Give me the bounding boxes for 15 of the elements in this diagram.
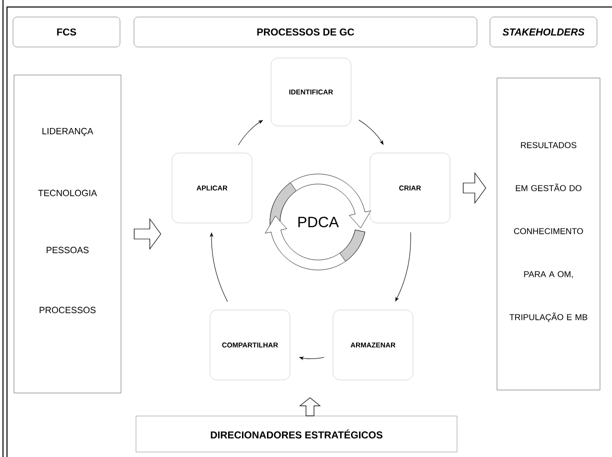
arrow (299, 356, 324, 360)
drivers-box: DIRECIONADORES ESTRATÉGICOS (136, 416, 458, 452)
results-box: RESULTADOS EM GESTÃO DO CONHECIMENTO PARA A OM, TRIPULAÇÃO E MB (496, 78, 600, 390)
arrow (395, 232, 411, 302)
header-box: STAKEHOLDERS (490, 16, 598, 48)
factor-box: LIDERANÇA TECNOLOGIA PESSOAS PROCESSOS (14, 74, 122, 394)
header-box: PROCESSOS DE GC (134, 16, 478, 48)
arrow (358, 120, 384, 145)
arrow (210, 232, 228, 302)
arrow (238, 120, 263, 146)
header-box: FCS (12, 16, 120, 48)
cycle-label: PDCA (298, 216, 339, 228)
block-arrow (134, 218, 162, 250)
block-arrow (299, 397, 321, 416)
block-arrow (462, 172, 486, 204)
